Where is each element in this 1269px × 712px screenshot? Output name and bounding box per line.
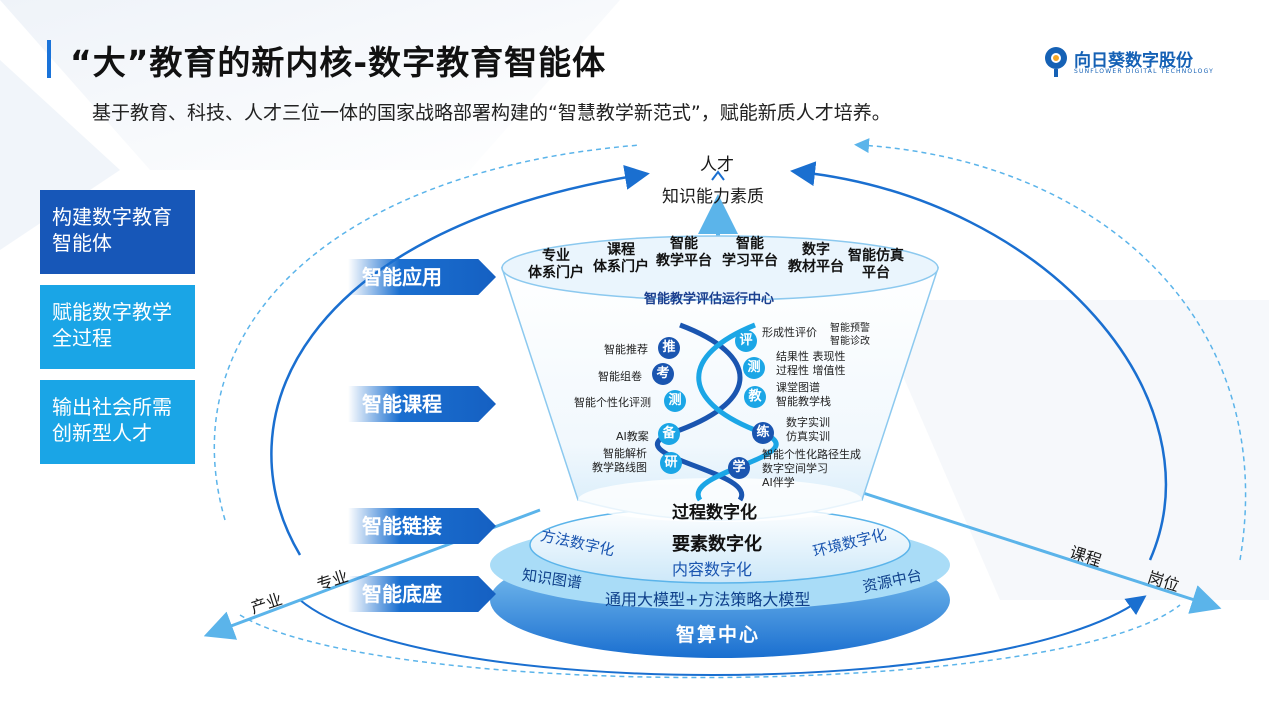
orbit-arc-right: [790, 161, 1168, 561]
base-center: 通用大模型+方法策略大模型: [605, 590, 811, 609]
platform-item: 智能 教学平台: [656, 236, 712, 269]
helix-left-text: 智能解析 教学路线图: [592, 447, 647, 474]
layer-label-base: 智能底座: [348, 576, 496, 612]
base-bottom: 智算中心: [676, 624, 761, 646]
helix-right-text: 形成性评价: [762, 326, 817, 339]
logo-name: 向日葵数字股份: [1074, 51, 1193, 71]
orbit-arc-left: [270, 165, 650, 556]
helix-right-text: 结果性 表现性 过程性 增值性: [776, 350, 846, 377]
talent-label: 人才: [700, 155, 734, 175]
helix-char: 测: [664, 390, 686, 412]
quality-label: 知识能力素质: [662, 187, 764, 207]
logo-tagline: SUNFLOWER DIGITAL TECHNOLOGY: [1074, 68, 1214, 75]
page-subtitle: 基于教育、科技、人才三位一体的国家战略部署构建的“智慧教学新范式”，赋能新质人才…: [92, 102, 891, 124]
helix-right-text: 数字实训 仿真实训: [786, 416, 830, 443]
helix-right-text: 课堂图谱 智能教学栈: [776, 381, 831, 408]
platform-item: 数字 教材平台: [788, 242, 844, 275]
process-label: 过程数字化: [672, 503, 757, 523]
platform-item: 课程 体系门户: [593, 242, 649, 275]
center-title: 智能教学评估运行中心: [644, 292, 775, 307]
helix-char: 推: [658, 337, 680, 359]
card-label: 构建数字教育 智能体: [52, 205, 172, 255]
sunflower-logo-icon: [1045, 47, 1067, 77]
helix-char: 备: [658, 423, 680, 445]
helix-char: 学: [728, 457, 750, 479]
page-title: “大”教育的新内核-数字教育智能体: [70, 43, 607, 82]
platform-item: 智能 学习平台: [722, 236, 778, 269]
layer-label-link: 智能链接: [348, 508, 496, 544]
helix-left-text: 智能个性化评测: [574, 396, 651, 409]
orbit-dashed-bottom: [239, 604, 1181, 679]
helix-right-text: 智能个性化路径生成 数字空间学习 AI伴学: [762, 448, 861, 489]
helix-right-sub: 智能预警 智能诊改: [830, 323, 870, 347]
helix-char: 练: [752, 422, 774, 444]
helix-char: 教: [744, 386, 766, 408]
element-label: 要素数字化: [672, 534, 762, 555]
helix-char: 测: [743, 357, 765, 379]
helix-char: 研: [660, 452, 682, 474]
helix-left-text: 智能推荐: [604, 343, 648, 356]
helix-char: 考: [652, 363, 674, 385]
card-build-agent: 构建数字教育 智能体: [40, 190, 195, 274]
flow-line-right: [859, 490, 1222, 614]
ring-center: 内容数字化: [672, 560, 753, 579]
title-accent-bar: [47, 40, 51, 78]
card-output-talent: 输出社会所需 创新型人才: [40, 380, 195, 464]
card-label: 输出社会所需 创新型人才: [52, 395, 172, 445]
layer-label-course: 智能课程: [348, 386, 496, 422]
orbit-dashed-right: [854, 138, 1247, 561]
card-empower-teaching: 赋能数字教学 全过程: [40, 285, 195, 369]
helix-char: 评: [735, 330, 757, 352]
caret-up-icon: [711, 170, 725, 181]
orbit-arc-bottom: [299, 595, 1147, 676]
card-label: 赋能数字教学 全过程: [52, 300, 172, 350]
orbit-dashed-left: [213, 144, 641, 521]
platform-item: 专业 体系门户: [528, 248, 584, 281]
funnel-bottom: [578, 478, 862, 522]
platform-item: 智能仿真 平台: [848, 248, 904, 281]
funnel-top: [501, 235, 939, 301]
company-logo: 向日葵数字股份 SUNFLOWER DIGITAL TECHNOLOGY: [1042, 44, 1214, 80]
helix-left-text: AI教案: [616, 430, 649, 443]
helix-left-text: 智能组卷: [598, 370, 642, 383]
layer-label-app: 智能应用: [348, 259, 496, 295]
